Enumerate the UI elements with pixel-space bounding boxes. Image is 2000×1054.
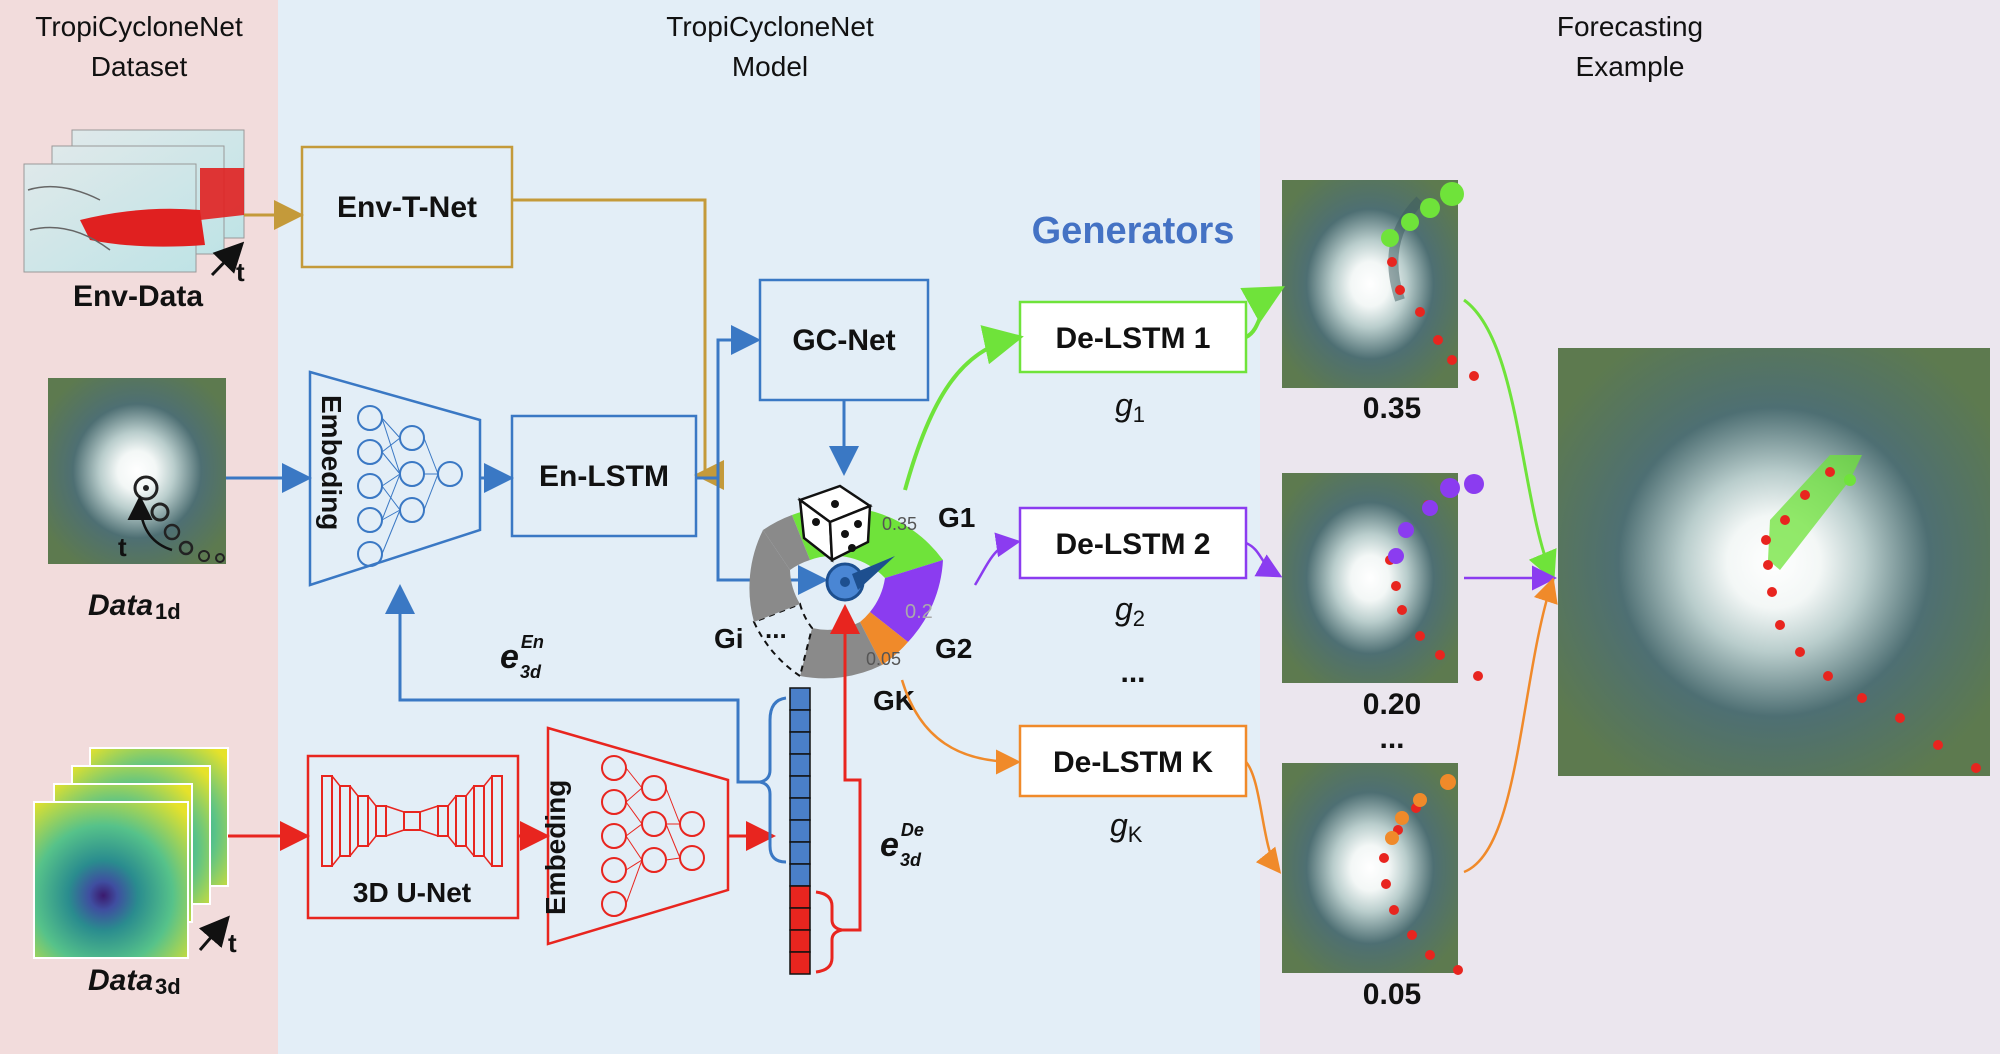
- feature-vector: [789, 687, 811, 975]
- data3d-stack: [33, 747, 229, 959]
- wheel-gk-label: GK: [873, 685, 915, 716]
- wheel-gi-label: Gi: [714, 623, 744, 654]
- wheel-pk: 0.05: [866, 649, 901, 669]
- envtnet-to-enlstm-arrow: [512, 198, 724, 490]
- forecast-title-1: Forecasting: [1557, 11, 1703, 42]
- wheel-segment-gi: [752, 602, 814, 678]
- wheel-p2: 0.2: [905, 601, 933, 623]
- model-title-2: Model: [732, 51, 808, 82]
- delstmk-to-imagek-arrow: [1244, 761, 1282, 874]
- env-time-label: t: [236, 257, 245, 287]
- wheel-segment-g2: [870, 560, 943, 642]
- unet-label: 3D U-Net: [353, 877, 471, 908]
- enlstm-to-gcnet-arrow: [696, 325, 761, 480]
- wheel-dots: ...: [765, 614, 787, 644]
- model-title-1: TropiCycloneNet: [666, 11, 874, 42]
- embeding-top-label: Embeding: [316, 395, 347, 530]
- wheel-g1-label: G1: [938, 502, 975, 533]
- wheel-g2-label: G2: [935, 633, 972, 664]
- wheel-to-delstm2-arrow: [973, 532, 1021, 586]
- forecast-dots: ...: [1379, 722, 1404, 755]
- forecast-prob-2: 0.20: [1363, 688, 1421, 721]
- env-data-label: Env-Data: [73, 280, 203, 313]
- generator-wheel: [749, 484, 943, 679]
- de-embedding-to-wheel-arrow: [830, 604, 862, 932]
- wheel-to-delstmk-arrow: [900, 679, 1021, 775]
- de-lstm-k-label: De-LSTM K: [1053, 746, 1213, 779]
- wheel-segment-gk: [860, 612, 908, 665]
- env-t-net-label: Env-T-Net: [337, 191, 477, 224]
- generators-title: Generators: [1032, 210, 1235, 252]
- wheel-p1: 0.35: [882, 514, 917, 534]
- data1d-time-label: t: [118, 532, 127, 562]
- image1-to-combined-arrow: [1463, 298, 1557, 582]
- embeding-top-network: [308, 370, 482, 587]
- wheel-pointer: [852, 556, 895, 590]
- data3d-label: Data3d: [88, 964, 181, 999]
- delstm2-to-image2-arrow: [1245, 541, 1283, 578]
- forecast-image-2: [1282, 473, 1484, 683]
- de-lstm-1-label: De-LSTM 1: [1055, 322, 1210, 355]
- en-lstm-box: [510, 414, 698, 538]
- wheel-to-delstm1-arrow: [903, 325, 1024, 491]
- data1d-image: [48, 378, 226, 564]
- dataset-title-1: TropiCycloneNet: [35, 11, 243, 42]
- embeding-bottom-network: [546, 726, 730, 946]
- forecast-image-k: [1282, 763, 1463, 975]
- dice-icon: [797, 484, 873, 563]
- env-data-stack: [23, 129, 245, 273]
- data1d-label: Data1d: [88, 589, 181, 624]
- data3d-time-label: t: [228, 928, 237, 958]
- en-lstm-label: En-LSTM: [539, 460, 669, 493]
- g2-label: g2: [1115, 591, 1145, 631]
- forecast-title-2: Example: [1576, 51, 1685, 82]
- data3d-time-arrow: [198, 915, 230, 951]
- env-time-arrow: [210, 241, 245, 277]
- embeding-bottom-label: Embeding: [540, 780, 571, 915]
- gk-label: gK: [1110, 807, 1143, 847]
- forecast-prob-k: 0.05: [1363, 978, 1421, 1011]
- delstm1-to-image1-arrow: [1240, 286, 1285, 339]
- imagek-to-combined-arrow: [1463, 577, 1558, 874]
- en-embedding-feedback-arrow: [385, 584, 760, 784]
- de-lstm-2-label: De-LSTM 2: [1055, 528, 1210, 561]
- dataset-title-2: Dataset: [91, 51, 188, 82]
- g1-label: g1: [1115, 387, 1145, 427]
- de-lstm-1-box: [1018, 300, 1248, 374]
- forecast-image-1: [1282, 180, 1479, 388]
- generators-dots: ...: [1120, 656, 1145, 689]
- forecast-prob-1: 0.35: [1363, 392, 1421, 425]
- gc-net-label: GC-Net: [792, 324, 895, 357]
- combined-forecast-image: [1558, 348, 1990, 776]
